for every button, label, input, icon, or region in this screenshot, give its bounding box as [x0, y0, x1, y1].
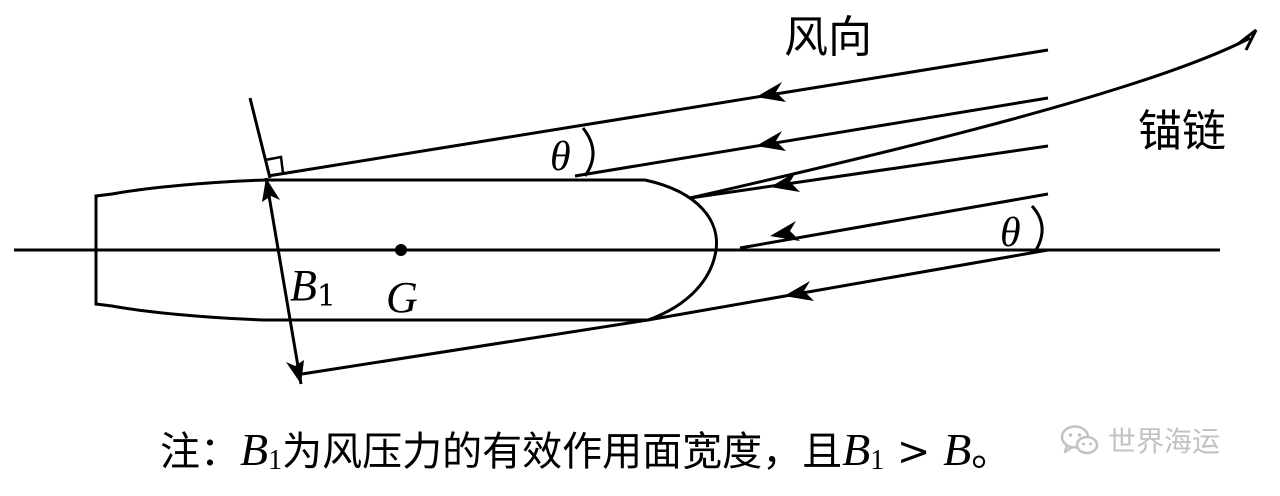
note-symbol-b1: B	[842, 424, 871, 475]
wind-line-2	[574, 96, 1049, 178]
width-arrow-bottom	[286, 360, 304, 384]
right-angle-mark	[264, 155, 285, 174]
wind-arrow-3	[770, 172, 800, 192]
angle-arc-lower	[1030, 204, 1044, 251]
wind-arrow-1	[756, 82, 786, 102]
wechat-icon	[1060, 425, 1099, 455]
center-of-gravity-label: G	[386, 273, 418, 322]
note-end: 。	[971, 429, 1012, 475]
wind-direction-label: 风向	[784, 12, 872, 63]
wind-arrow-5	[784, 281, 814, 301]
note-prefix: 注：	[160, 429, 240, 475]
anchor-chain-arrow	[1237, 28, 1258, 51]
watermark: 世界海运	[1060, 420, 1270, 460]
anchor-chain-label: 锚链	[1138, 106, 1226, 157]
note-subscript: 1	[268, 445, 283, 476]
center-of-gravity-point	[395, 244, 407, 256]
note-symbol-b: B	[943, 424, 972, 475]
angle-label-upper: θ	[550, 134, 571, 180]
angle-arc-upper	[581, 127, 595, 177]
note-text: 为风压力的有效作用面宽度，且	[282, 429, 843, 475]
wind-line-6	[301, 318, 649, 376]
anchor-chain	[689, 36, 1251, 200]
note-relation: >	[884, 429, 944, 475]
wind-line-5	[647, 248, 1049, 322]
perpendicular-line	[248, 97, 272, 179]
ship-hull	[94, 178, 718, 322]
effective-width-line	[264, 177, 303, 385]
note-symbol: B	[240, 424, 269, 475]
watermark-text: 世界海运	[1108, 425, 1221, 458]
wind-line-1	[267, 48, 1049, 178]
caption-note: 注：B1为风压力的有效作用面宽度，且B1 > B。	[160, 420, 1060, 480]
note-subscript-b1: 1	[870, 445, 885, 476]
width-arrow-top	[262, 178, 280, 202]
wind-line-3	[689, 144, 1049, 200]
angle-label-lower: θ	[1000, 210, 1021, 256]
wind-arrow-4	[770, 221, 800, 241]
wind-arrow-2	[756, 131, 786, 151]
effective-width-label: B1	[290, 261, 336, 314]
